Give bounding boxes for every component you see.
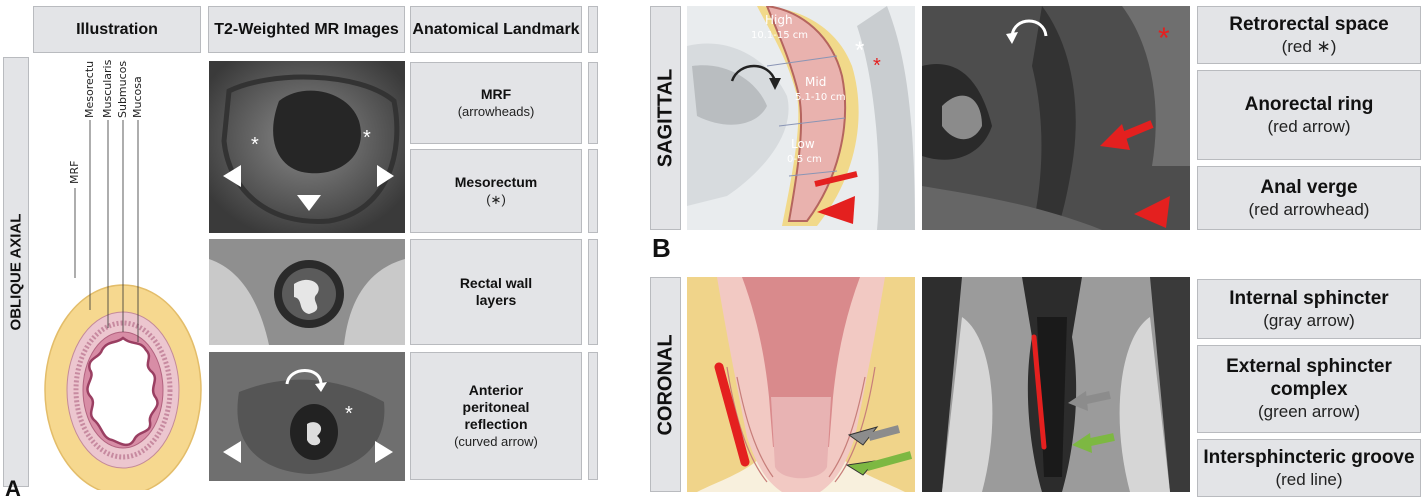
- rectal-wall-layers-illustration: MRF Mesorectum Muscularis propria Submuc…: [30, 60, 205, 490]
- landmark-box-peritoneal-reflection: Anterior peritoneal reflection(curved ar…: [410, 352, 582, 480]
- landmark-box-internal-sphincter: Internal sphincter(gray arrow): [1197, 279, 1421, 339]
- landmark-cut-edge-1: [588, 62, 598, 144]
- mr-image-mrf-mesorectum: * *: [209, 61, 405, 233]
- label-mid: Mid: [805, 75, 826, 89]
- header-t2-images: T2-Weighted MR Images: [208, 6, 405, 53]
- landmark-cut-edge-4: [588, 352, 598, 480]
- label-high: High: [765, 13, 793, 27]
- header-illustration: Illustration: [33, 6, 201, 53]
- svg-text:*: *: [873, 55, 881, 77]
- label-mesorectum: Mesorectum: [83, 60, 96, 118]
- label-submucosa: Submucosa: [116, 60, 129, 118]
- label-low: Low: [791, 137, 815, 151]
- orientation-label-sagittal: SAGITTAL: [650, 6, 681, 230]
- sagittal-rectum-illustration: High 10.1-15 cm Mid 5.1-10 cm Low 0-5 cm…: [687, 6, 915, 230]
- coronal-sphincter-illustration: [687, 277, 915, 492]
- mr-image-peritoneal-reflection: *: [209, 352, 405, 481]
- landmark-box-external-sphincter: External sphincter complex(green arrow): [1197, 345, 1421, 433]
- landmark-box-mesorectum: Mesorectum(∗): [410, 149, 582, 233]
- landmark-box-retrorectal-space: Retrorectal space(red ∗): [1197, 6, 1421, 64]
- label-muscularis-propria: Muscularis propria: [101, 60, 114, 118]
- label-mid-range: 5.1-10 cm: [795, 92, 846, 103]
- svg-text:*: *: [363, 127, 371, 149]
- landmark-box-anal-verge: Anal verge(red arrowhead): [1197, 166, 1421, 230]
- landmark-box-intersphincteric-groove: Intersphincteric groove(red line): [1197, 439, 1421, 497]
- header-anatomical-landmark: Anatomical Landmark: [410, 6, 582, 53]
- orientation-label-coronal: CORONAL: [650, 277, 681, 492]
- header-cut-edge: [588, 6, 598, 53]
- svg-text:*: *: [1158, 22, 1170, 55]
- landmark-cut-edge-3: [588, 239, 598, 345]
- landmark-box-rectal-wall-layers: Rectal wall layers: [410, 239, 582, 345]
- mr-image-rectal-wall: [209, 239, 405, 345]
- panel-letter-b: B: [652, 233, 671, 264]
- label-mrf: MRF: [68, 161, 81, 184]
- label-mucosa: Mucosa: [131, 76, 144, 118]
- landmark-box-anorectal-ring: Anorectal ring(red arrow): [1197, 70, 1421, 160]
- landmark-cut-edge-2: [588, 149, 598, 233]
- svg-text:*: *: [251, 134, 259, 156]
- svg-text:*: *: [855, 37, 864, 64]
- label-low-range: 0-5 cm: [787, 154, 822, 165]
- label-high-range: 10.1-15 cm: [751, 30, 808, 41]
- sagittal-mr-image: *: [922, 6, 1190, 230]
- landmark-box-mrf: MRF(arrowheads): [410, 62, 582, 144]
- svg-text:*: *: [345, 403, 353, 425]
- coronal-mr-image: [922, 277, 1190, 492]
- orientation-label-oblique-axial: OBLIQUE AXIAL: [3, 57, 29, 487]
